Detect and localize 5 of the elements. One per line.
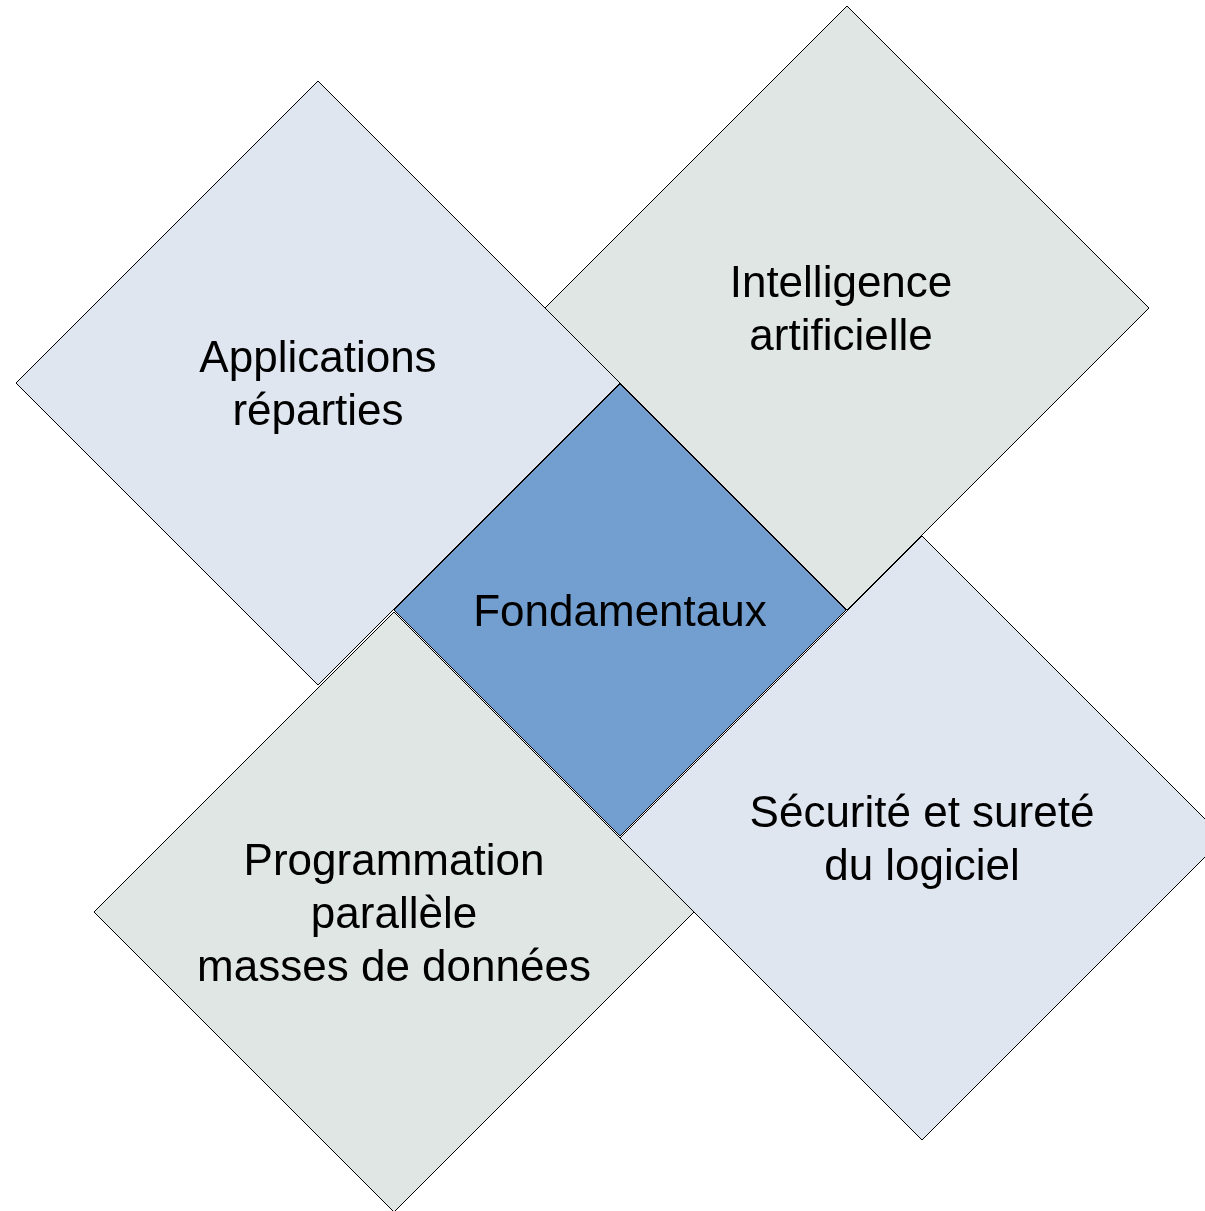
topic-label: Sécurité et sureté du logiciel (748, 786, 1096, 891)
topic-label: masses de données (197, 939, 591, 992)
topic-label: Fondamentaux (473, 584, 767, 637)
topic-label: Intelligence artificielle (728, 256, 954, 361)
topic-label: Applications réparties (198, 331, 438, 436)
